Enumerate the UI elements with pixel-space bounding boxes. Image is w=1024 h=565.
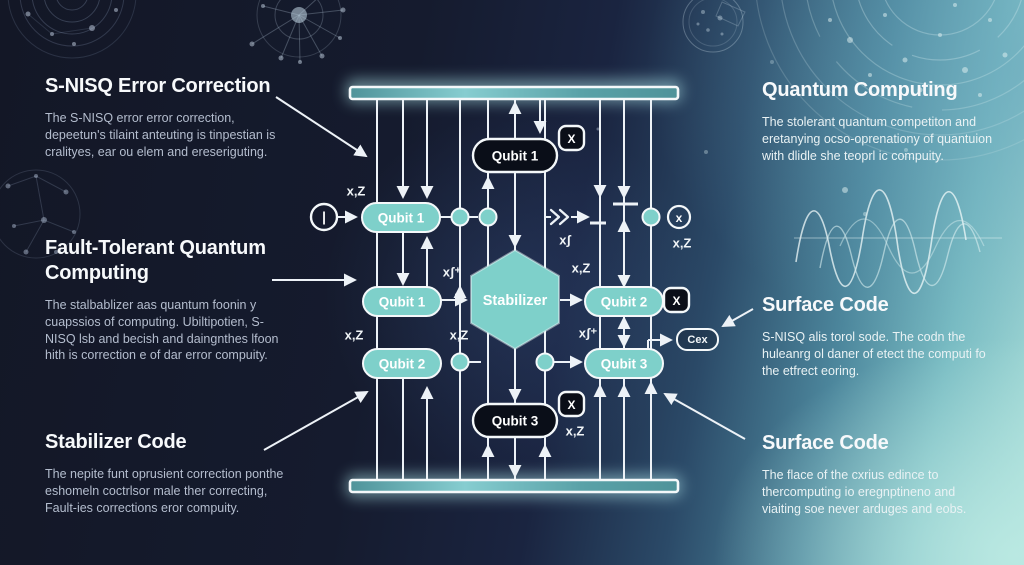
xf-label: xʃ: [559, 233, 571, 248]
x-gate-top-label: X: [567, 132, 575, 146]
coupler-dot: [641, 207, 661, 227]
orbital-network-top-left-icon: [7, 0, 137, 59]
qubit2-row3-pill: [362, 348, 442, 379]
qubit1-top-label: Qubit 1: [492, 149, 539, 164]
cex-label: Cex: [687, 334, 708, 346]
cex-box: [676, 328, 719, 351]
x-gate-bottom-label: X: [567, 398, 575, 412]
xz-label: x,Z: [345, 328, 364, 343]
left-edge-network-icon: [0, 169, 81, 259]
qubit3-bottom-pill: [471, 402, 559, 439]
callout-surface-code-mid: Surface Code S-NISQ alis torol sode. The…: [762, 293, 994, 379]
stabilizer-hexagon: [470, 248, 560, 351]
starburst-network-icon: [249, 0, 346, 64]
bottom-bus-bar: [348, 478, 680, 494]
xf-plus-label: xʃ⁺: [579, 326, 598, 341]
x-gate-top: [557, 124, 586, 152]
xz-label: x,Z: [572, 261, 591, 276]
callout-body: The flace of the cxrius edince to therco…: [762, 468, 967, 516]
callout-snisq-error-correction: S-NISQ Error Correction The S-NISQ error…: [45, 74, 280, 160]
measurement-dash-icon: [590, 202, 638, 225]
gate-labels: x,Z x,Z xʃ xʃ⁺ x,Z x,Z x,Z xʃ⁺ x,Z: [345, 184, 692, 439]
petri-dish-icon: [682, 0, 746, 53]
callout-body: The nepite funt oprusient correction pon…: [45, 467, 284, 515]
xz-label: x,Z: [450, 328, 469, 343]
callout-title: S-NISQ Error Correction: [45, 75, 271, 97]
callout-title: Fault-Tolerant Quantum Computing: [45, 237, 266, 284]
ket-node: |: [309, 202, 339, 232]
fast-forward-icon: [549, 208, 570, 226]
callout-body: The S-NISQ error error correction, depee…: [45, 111, 276, 159]
callout-title: Stabilizer Code: [45, 431, 187, 453]
circled-x-node: x: [666, 204, 692, 230]
qubit1-top-pill: [471, 137, 559, 174]
x-gate-mid-label: X: [672, 294, 680, 308]
ket-label: |: [322, 210, 326, 225]
qubit3-row3-pill: [584, 348, 664, 379]
qubit2-row2-label: Qubit 2: [601, 295, 648, 310]
coupler-dot: [450, 207, 470, 227]
qubit3-row3-label: Qubit 3: [601, 357, 648, 372]
top-bus-bar: [348, 85, 680, 101]
x-gate-mid: [662, 286, 691, 314]
coupler-dot: [478, 207, 498, 227]
qubit1-row1-label: Qubit 1: [378, 211, 425, 226]
xz-label: x,Z: [673, 236, 692, 251]
callout-body: The stolerant quantum competiton and ere…: [762, 115, 993, 163]
callout-stabilizer-code: Stabilizer Code The nepite funt oprusien…: [45, 430, 290, 516]
coupler-dot: [450, 352, 470, 372]
qubit1-row1-pill: [361, 202, 441, 233]
callout-fault-tolerant: Fault-Tolerant Quantum Computing The sta…: [45, 236, 285, 364]
callout-body: The stalbablizer aas quantum foonin y cu…: [45, 298, 279, 363]
concentric-arcs-icon: [756, 0, 1024, 161]
sine-waves-icon: [794, 189, 1002, 295]
qubit2-row3-label: Qubit 2: [379, 357, 426, 372]
stabilizer-label: Stabilizer: [483, 293, 548, 309]
qubit1-row2-label: Qubit 1: [379, 295, 426, 310]
qubit3-bottom-label: Qubit 3: [492, 414, 539, 429]
callout-body: S-NISQ alis torol sode. The codn the hul…: [762, 330, 986, 378]
callout-title: Surface Code: [762, 294, 889, 316]
scatter-dots: [415, 60, 908, 216]
callout-title: Quantum Computing: [762, 79, 958, 101]
callout-surface-code-bottom: Surface Code The flace of the cxrius edi…: [762, 431, 994, 517]
xz-label: x,Z: [347, 184, 366, 199]
callout-title: Surface Code: [762, 432, 889, 454]
coupler-dot: [535, 352, 555, 372]
qubit1-row2-pill: [362, 286, 442, 317]
xf-plus-label: xʃ⁺: [443, 265, 462, 280]
circled-x-label: x: [676, 211, 683, 225]
xz-label: x,Z: [566, 424, 585, 439]
x-gate-bottom: [557, 390, 586, 418]
callout-quantum-computing: Quantum Computing The stolerant quantum …: [762, 78, 994, 164]
circuit-arrows: [263, 96, 754, 480]
